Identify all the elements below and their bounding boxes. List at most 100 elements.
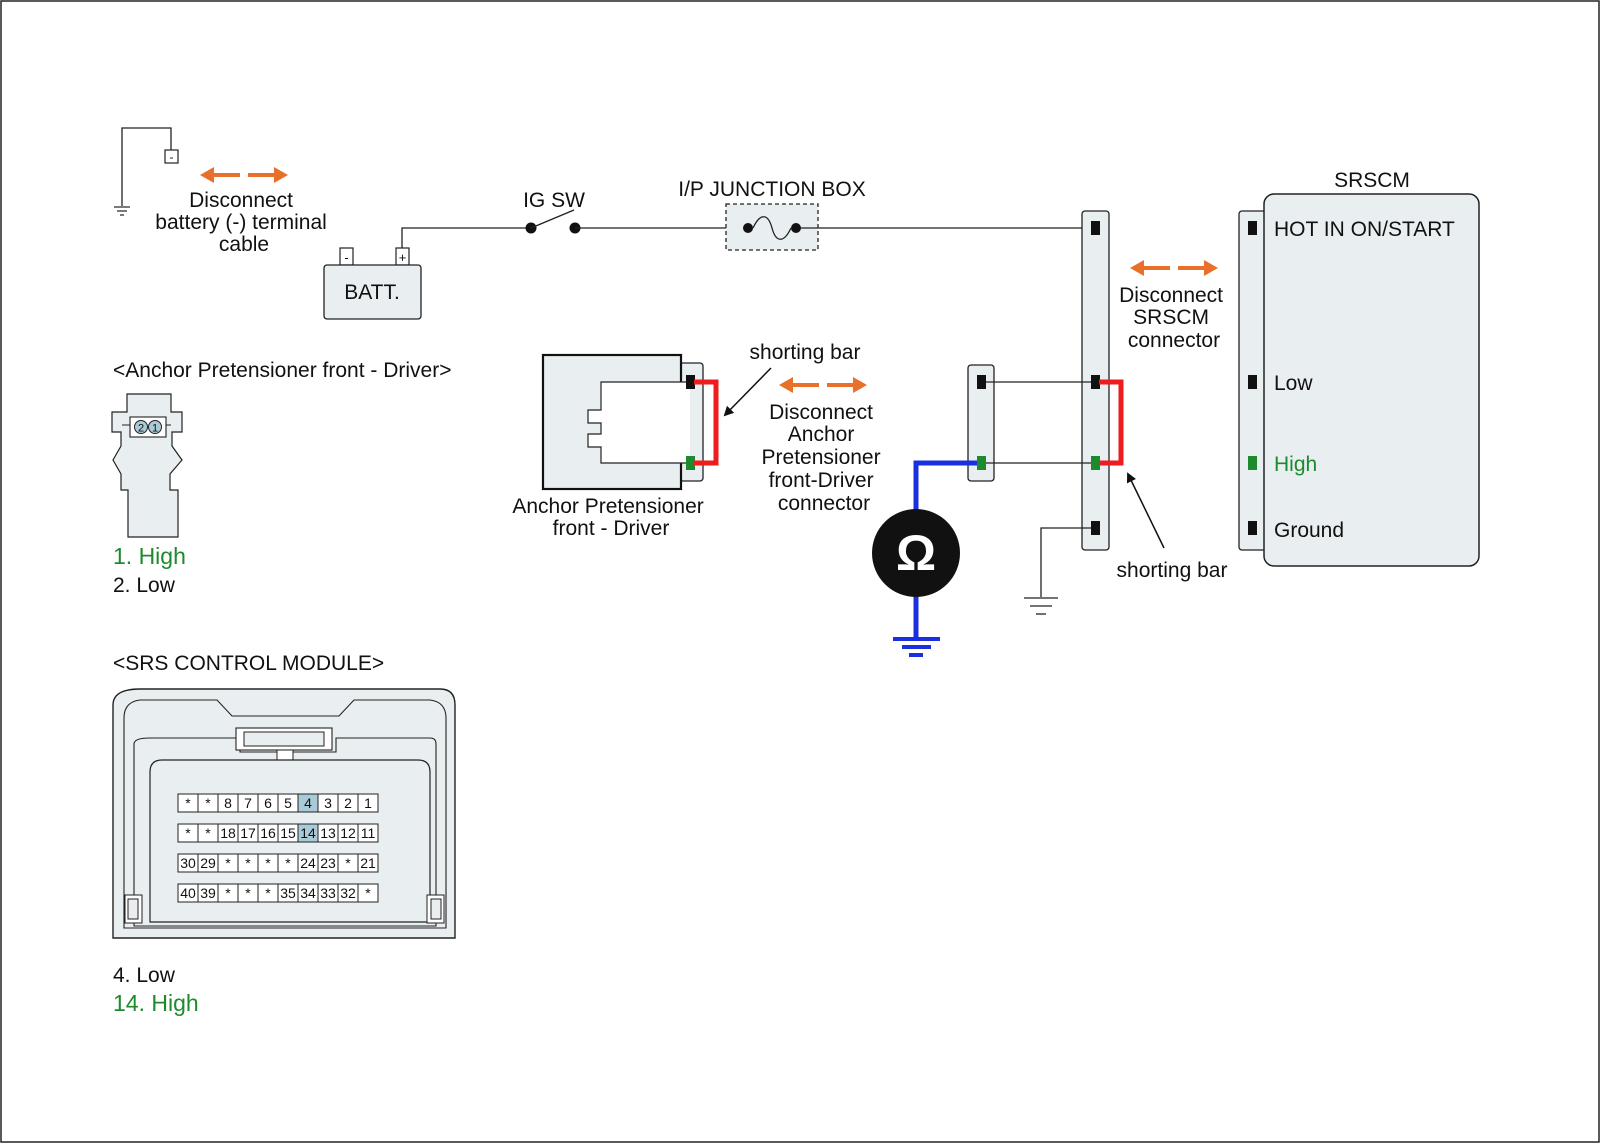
ground-icon	[114, 206, 130, 216]
srscm-box	[1263, 193, 1480, 567]
harness-pin-high	[1091, 456, 1100, 470]
srs-pin-label: 8	[224, 795, 232, 811]
anchor-disconnect-arrow-icon	[779, 377, 867, 393]
srs-pin-label: *	[345, 855, 351, 871]
battery-minus-sign: -	[344, 250, 348, 265]
srs-pin-label: 6	[264, 795, 272, 811]
srscm-pin-ground	[1248, 521, 1257, 535]
srscm-disconnect-arrow-icon	[1130, 260, 1218, 276]
harness-pin-ground	[1091, 521, 1100, 535]
srscm-pin-low	[1248, 375, 1257, 389]
battery-label: BATT.	[344, 281, 400, 304]
test-pin-high	[977, 456, 986, 470]
anchor-legend-1: 1. High	[113, 543, 186, 569]
srs-pin-label: 34	[300, 885, 316, 901]
srs-pin-label: 11	[361, 825, 376, 841]
junction-box-label: I/P JUNCTION BOX	[678, 178, 865, 201]
battery-disconnect-arrow-icon	[200, 167, 288, 183]
srscm-pin-high	[1248, 456, 1257, 470]
srs-pin-label: 24	[300, 855, 316, 871]
srs-pin-label: 16	[260, 825, 276, 841]
srs-pin-label: *	[225, 855, 231, 871]
srs-pin-label: 23	[320, 855, 336, 871]
srs-pin-label: *	[245, 855, 251, 871]
srs-pin-cell	[357, 853, 379, 873]
harness-pin-low	[1091, 375, 1100, 389]
negative-terminal	[164, 149, 179, 164]
srs-pin-label: 35	[280, 885, 296, 901]
battery-disconnect-label: Disconnect battery (-) terminal cable	[155, 189, 332, 256]
anchor-pin-label-1: 1	[152, 423, 158, 435]
anchor-pin-label-2: 2	[138, 423, 144, 435]
srs-pin-label: *	[185, 795, 191, 811]
srs-pin-label: 2	[344, 795, 352, 811]
ground-icon-harness	[1024, 597, 1058, 615]
anchor-pin-high	[686, 456, 695, 470]
srs-pin-cell	[357, 823, 379, 843]
ohm-symbol: Ω	[896, 525, 936, 581]
anchor-disconnect-label: Disconnect Anchor Pretensioner front-Dri…	[762, 401, 887, 515]
srs-pin-label: 39	[200, 885, 216, 901]
negative-terminal-sign: -	[170, 150, 174, 164]
shorting-bar-harness	[1099, 379, 1124, 466]
srs-pin-label: *	[245, 885, 251, 901]
srscm-pin-hot	[1248, 221, 1257, 235]
srs-pin-label: 15	[280, 825, 296, 841]
srs-pin-label: *	[365, 885, 371, 901]
ground-wire	[1040, 527, 1091, 597]
harness-pin-hot	[1091, 221, 1100, 235]
srs-pin-label: 33	[320, 885, 336, 901]
srs-pin-label: 13	[320, 825, 336, 841]
anchor-component-label: Anchor Pretensioner front - Driver	[512, 495, 709, 540]
srs-module-title: <SRS CONTROL MODULE>	[113, 652, 384, 675]
anchor-connector-title: <Anchor Pretensioner front - Driver>	[113, 359, 451, 382]
srs-pin-label: *	[185, 825, 191, 841]
srs-pin-label: 18	[220, 825, 236, 841]
battery-plus-sign: +	[399, 250, 407, 265]
shorting-bar-right-label: shorting bar	[1117, 559, 1228, 582]
srs-pin-label: 4	[304, 795, 312, 811]
shorting-bar-top-label: shorting bar	[750, 341, 861, 364]
battery: - + BATT.	[323, 247, 422, 320]
srs-pin-label: 1	[364, 795, 372, 811]
srs-legend-1: 4. Low	[113, 964, 176, 987]
shorting-bar-top-pointer	[723, 367, 772, 417]
srs-pin-label: 3	[324, 795, 332, 811]
srscm-title: SRSCM	[1334, 169, 1410, 192]
anchor-pretensioner-component	[541, 353, 704, 491]
anchor-legend-2: 2. Low	[113, 574, 176, 597]
srs-pin-label: *	[205, 825, 211, 841]
srscm-pin-label-high: High	[1274, 453, 1317, 476]
test-pin-low	[977, 375, 986, 389]
srs-pin-label: *	[285, 855, 291, 871]
ohmmeter-lead-blue	[913, 460, 977, 517]
srscm-pin-label-low: Low	[1274, 372, 1313, 395]
junction-box-fuse	[725, 203, 819, 251]
srscm-pin-label-ground: Ground	[1274, 519, 1344, 542]
srs-pin-label: 17	[240, 825, 256, 841]
srscm-disconnect-label: Disconnect SRSCM connector	[1119, 284, 1229, 352]
srs-pin-label: 5	[284, 795, 292, 811]
srs-pin-label: 40	[180, 885, 196, 901]
ig-switch-label: IG SW	[523, 189, 585, 212]
srs-pin-label: 30	[180, 855, 196, 871]
ig-switch	[525, 209, 581, 234]
srs-legend-2: 14. High	[113, 990, 199, 1016]
srs-pin-label: 21	[360, 855, 376, 871]
srscm-pin-label-hot: HOT IN ON/START	[1274, 218, 1455, 241]
battery-negative-cable: -	[114, 127, 179, 216]
srs-pin-label: 12	[340, 825, 356, 841]
srs-pin-label: 32	[340, 885, 356, 901]
srs-pin-cell	[357, 883, 379, 903]
feed-wire	[401, 227, 531, 248]
shorting-bar-anchor	[694, 379, 719, 466]
anchor-pin-low	[686, 375, 695, 389]
ohmmeter-ground-icon	[893, 637, 940, 657]
srs-pin-label: *	[205, 795, 211, 811]
ohmmeter-test-connector	[967, 364, 995, 482]
ohmmeter-icon: Ω	[872, 509, 960, 597]
srs-pin-cell	[357, 793, 379, 813]
